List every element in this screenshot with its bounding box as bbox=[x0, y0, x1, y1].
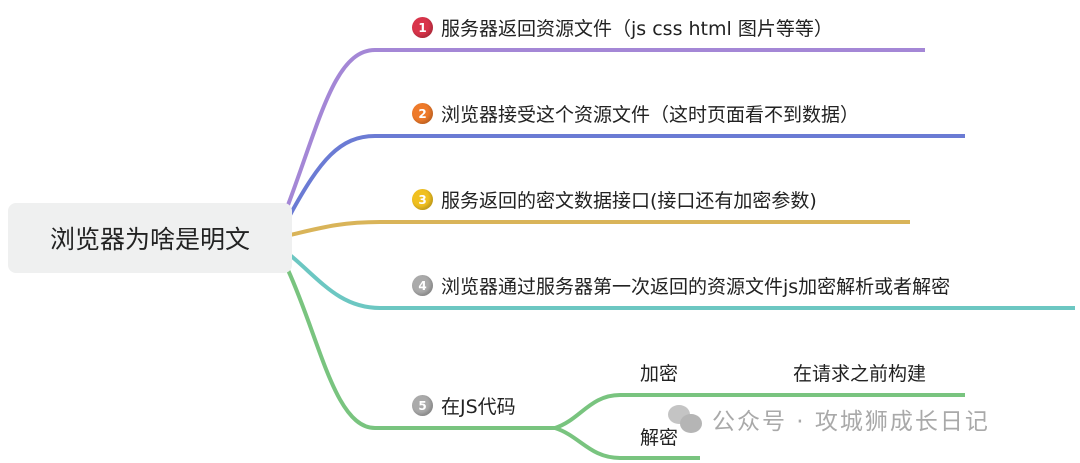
connector-2 bbox=[288, 134, 965, 216]
subnode-encrypt[interactable]: 加密 bbox=[640, 363, 679, 385]
subnode-build-before-request[interactable]: 在请求之前构建 bbox=[793, 363, 927, 385]
number-1-icon: 1 bbox=[412, 17, 433, 38]
connector-5 bbox=[286, 269, 555, 430]
branch-4[interactable]: 4 浏览器通过服务器第一次返回的资源文件js加密解析或者解密 bbox=[412, 272, 950, 299]
root-node[interactable]: 浏览器为啥是明文 bbox=[8, 203, 292, 273]
watermark-text: 公众号 · 攻城狮成长日记 bbox=[712, 409, 990, 435]
branch-label: 浏览器接受这个资源文件（这时页面看不到数据） bbox=[441, 104, 860, 126]
branch-3[interactable]: 3 服务返回的密文数据接口(接口还有加密参数) bbox=[412, 186, 817, 213]
watermark: 公众号 · 攻城狮成长日记 bbox=[668, 402, 990, 436]
connector-3 bbox=[289, 220, 910, 237]
subnode-decrypt[interactable]: 解密 bbox=[640, 427, 679, 449]
connector-5-encrypt bbox=[554, 393, 965, 430]
branch-2[interactable]: 2 浏览器接受这个资源文件（这时页面看不到数据） bbox=[412, 100, 859, 127]
number-4-icon: 4 bbox=[412, 275, 433, 296]
wechat-icon bbox=[668, 405, 702, 433]
connector-1 bbox=[286, 48, 925, 206]
number-2-icon: 2 bbox=[412, 103, 433, 124]
connector-5-decrypt bbox=[554, 426, 700, 460]
branch-5[interactable]: 5 在JS代码 bbox=[412, 392, 516, 419]
root-label: 浏览器为啥是明文 bbox=[49, 225, 250, 254]
number-5-icon: 5 bbox=[412, 395, 433, 416]
branch-label: 在JS代码 bbox=[441, 396, 516, 418]
branch-label: 服务返回的密文数据接口(接口还有加密参数) bbox=[441, 190, 817, 212]
connector-4 bbox=[288, 253, 1075, 310]
number-3-icon: 3 bbox=[412, 189, 433, 210]
branch-1[interactable]: 1 服务器返回资源文件（js css html 图片等等） bbox=[412, 14, 833, 41]
branch-label: 浏览器通过服务器第一次返回的资源文件js加密解析或者解密 bbox=[441, 276, 951, 298]
branch-label: 服务器返回资源文件（js css html 图片等等） bbox=[441, 18, 833, 40]
